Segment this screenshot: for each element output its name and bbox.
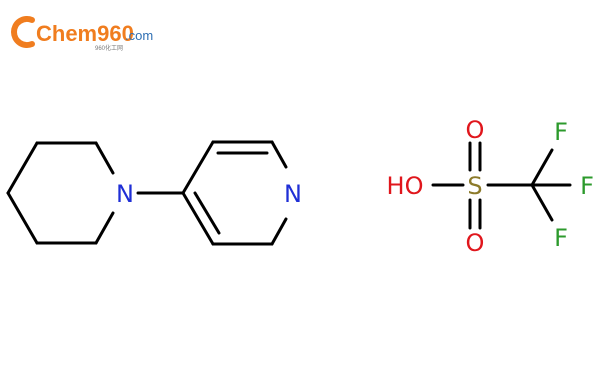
atom-oxygen-bottom: O [466, 229, 485, 257]
molecule-pyridinylpiperidine [6, 140, 288, 246]
bond [181, 140, 215, 195]
atom-fluorine-bottom: F [554, 224, 568, 252]
bond [6, 191, 39, 245]
site-logo[interactable]: Chem960 .com 960化工网 [11, 16, 153, 52]
bond [270, 217, 288, 246]
bond [530, 183, 554, 222]
logo-tld: .com [125, 28, 153, 43]
bond [6, 141, 39, 195]
bond [94, 141, 115, 175]
bond [530, 148, 554, 187]
atom-n-pyridine: N [284, 180, 302, 208]
logo-c-icon [11, 16, 35, 48]
atom-sulfur: S [467, 172, 482, 200]
atom-oxygen-top: O [466, 116, 485, 144]
bond [94, 211, 115, 245]
atom-n-piperidine: N [116, 180, 134, 208]
atom-hydroxyl: HO [387, 172, 424, 200]
bond [270, 140, 288, 169]
logo-subtitle: 960化工网 [95, 44, 123, 52]
atom-fluorine-top: F [554, 118, 568, 146]
bond [181, 191, 215, 246]
molecule-triflic-acid [431, 141, 572, 230]
atom-fluorine-right: F [580, 172, 594, 200]
logo-brand: Chem960 [36, 21, 134, 46]
bond [193, 191, 221, 235]
